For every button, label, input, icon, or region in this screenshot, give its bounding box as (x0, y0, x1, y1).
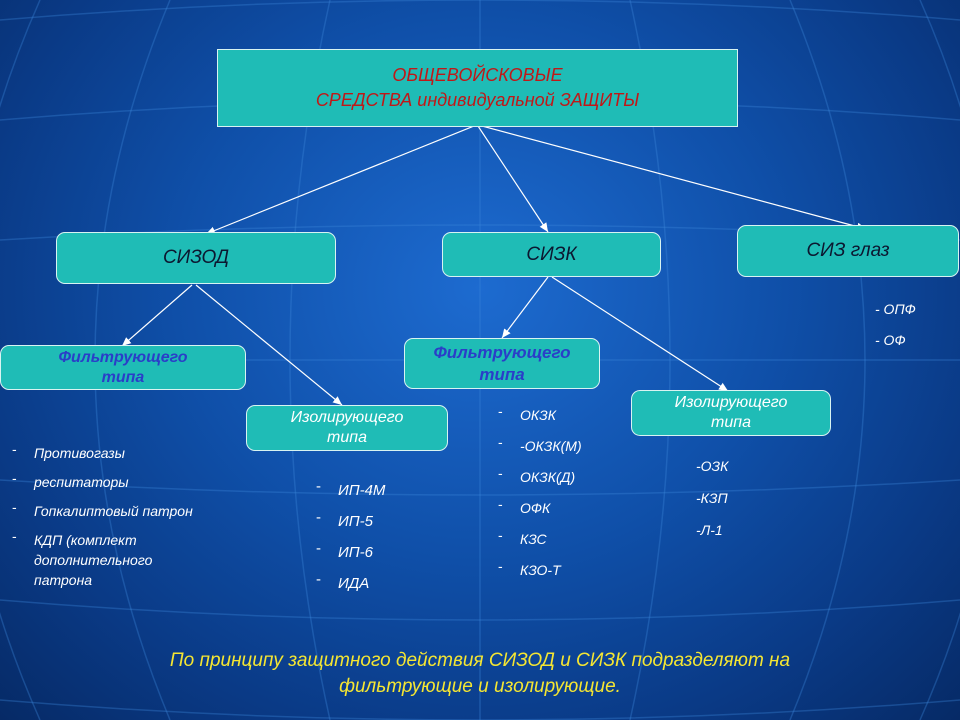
siz-eyes-list: - ОПФ - ОФ (875, 299, 955, 350)
sizk-box: СИЗК (442, 232, 661, 277)
sizod-isolate-box: Изолирующего типа (246, 405, 448, 451)
arrow-sizod-to-isolate (195, 284, 343, 406)
list-item: КЗС (498, 525, 638, 549)
root-title-line2: СРЕДСТВА индивидуальной ЗАЩИТЫ (315, 90, 640, 110)
list-item: - ОФ (875, 332, 906, 348)
sizk-filter-box: Фильтрующего типа (404, 338, 600, 389)
list-item: - ОПФ (875, 301, 916, 317)
root-title-line1: ОБЩЕВОЙСКОВЫЕ (392, 65, 563, 85)
list-item: -ОКЗК(М) (498, 432, 638, 456)
caption: По принципу защитного действия СИЗОД и С… (40, 648, 920, 700)
siz-eyes-label: СИЗ глаз (806, 240, 890, 261)
arrow-root-to-siz-eyes (481, 125, 867, 231)
list-item: КДП (комплект дополнительного патрона (12, 526, 202, 590)
arrow-sizod-to-filter (121, 284, 193, 347)
arrow-sizk-to-isolate (551, 276, 729, 392)
list-item: ОКЗК (498, 401, 638, 425)
sizod-filter-line1: Фильтрующего (58, 348, 188, 366)
list-item: ИДА (316, 570, 456, 594)
sizod-label: СИЗОД (162, 247, 230, 268)
list-item: респитаторы (12, 468, 202, 492)
sizk-isolate-box: Изолирующего типа (631, 390, 831, 436)
list-item: ИП-4М (316, 477, 456, 501)
caption-line1: По принципу защитного действия СИЗОД и С… (169, 650, 791, 671)
sizk-filter-list: ОКЗК -ОКЗК(М) ОКЗК(Д) ОФК КЗС КЗО-Т (498, 401, 638, 580)
list-item: ОФК (498, 494, 638, 518)
sizk-isolate-line1: Изолирующего (674, 394, 788, 411)
list-item: ИП-5 (316, 508, 456, 532)
list-item: -ОЗК (696, 458, 729, 474)
sizk-filter-line2: типа (479, 364, 525, 384)
sizk-label: СИЗК (526, 243, 577, 265)
sizod-isolate-line2: типа (327, 429, 367, 446)
arrow-sizk-to-filter (501, 276, 549, 339)
sizk-isolate-list: -ОЗК -КЗП -Л-1 (696, 456, 816, 540)
root-box: ОБЩЕВОЙСКОВЫЕ СРЕДСТВА индивидуальной ЗА… (217, 49, 738, 127)
list-item: Гопкалиптовый патрон (12, 497, 202, 521)
arrow-root-to-sizod (205, 125, 475, 235)
list-item: КЗО-Т (498, 556, 638, 580)
arrow-root-to-sizk (477, 125, 549, 233)
sizod-filter-box: Фильтрующего типа (0, 345, 246, 390)
list-item: ОКЗК(Д) (498, 463, 638, 487)
list-item: -Л-1 (696, 522, 723, 538)
list-item: ИП-6 (316, 539, 456, 563)
sizod-isolate-line1: Изолирующего (290, 409, 404, 426)
sizod-filter-list: Противогазы респитаторы Гопкалиптовый па… (12, 439, 202, 590)
siz-eyes-box: СИЗ глаз (737, 225, 959, 277)
caption-line2: фильтрующие и изолирующие. (339, 676, 621, 697)
sizod-box: СИЗОД (56, 232, 336, 284)
list-item: Противогазы (12, 439, 202, 463)
sizk-filter-line1: Фильтрующего (433, 342, 571, 362)
sizk-isolate-line2: типа (711, 414, 751, 431)
list-item: -КЗП (696, 490, 728, 506)
sizod-filter-line2: типа (101, 368, 145, 386)
sizod-isolate-list: ИП-4М ИП-5 ИП-6 ИДА (316, 477, 456, 594)
